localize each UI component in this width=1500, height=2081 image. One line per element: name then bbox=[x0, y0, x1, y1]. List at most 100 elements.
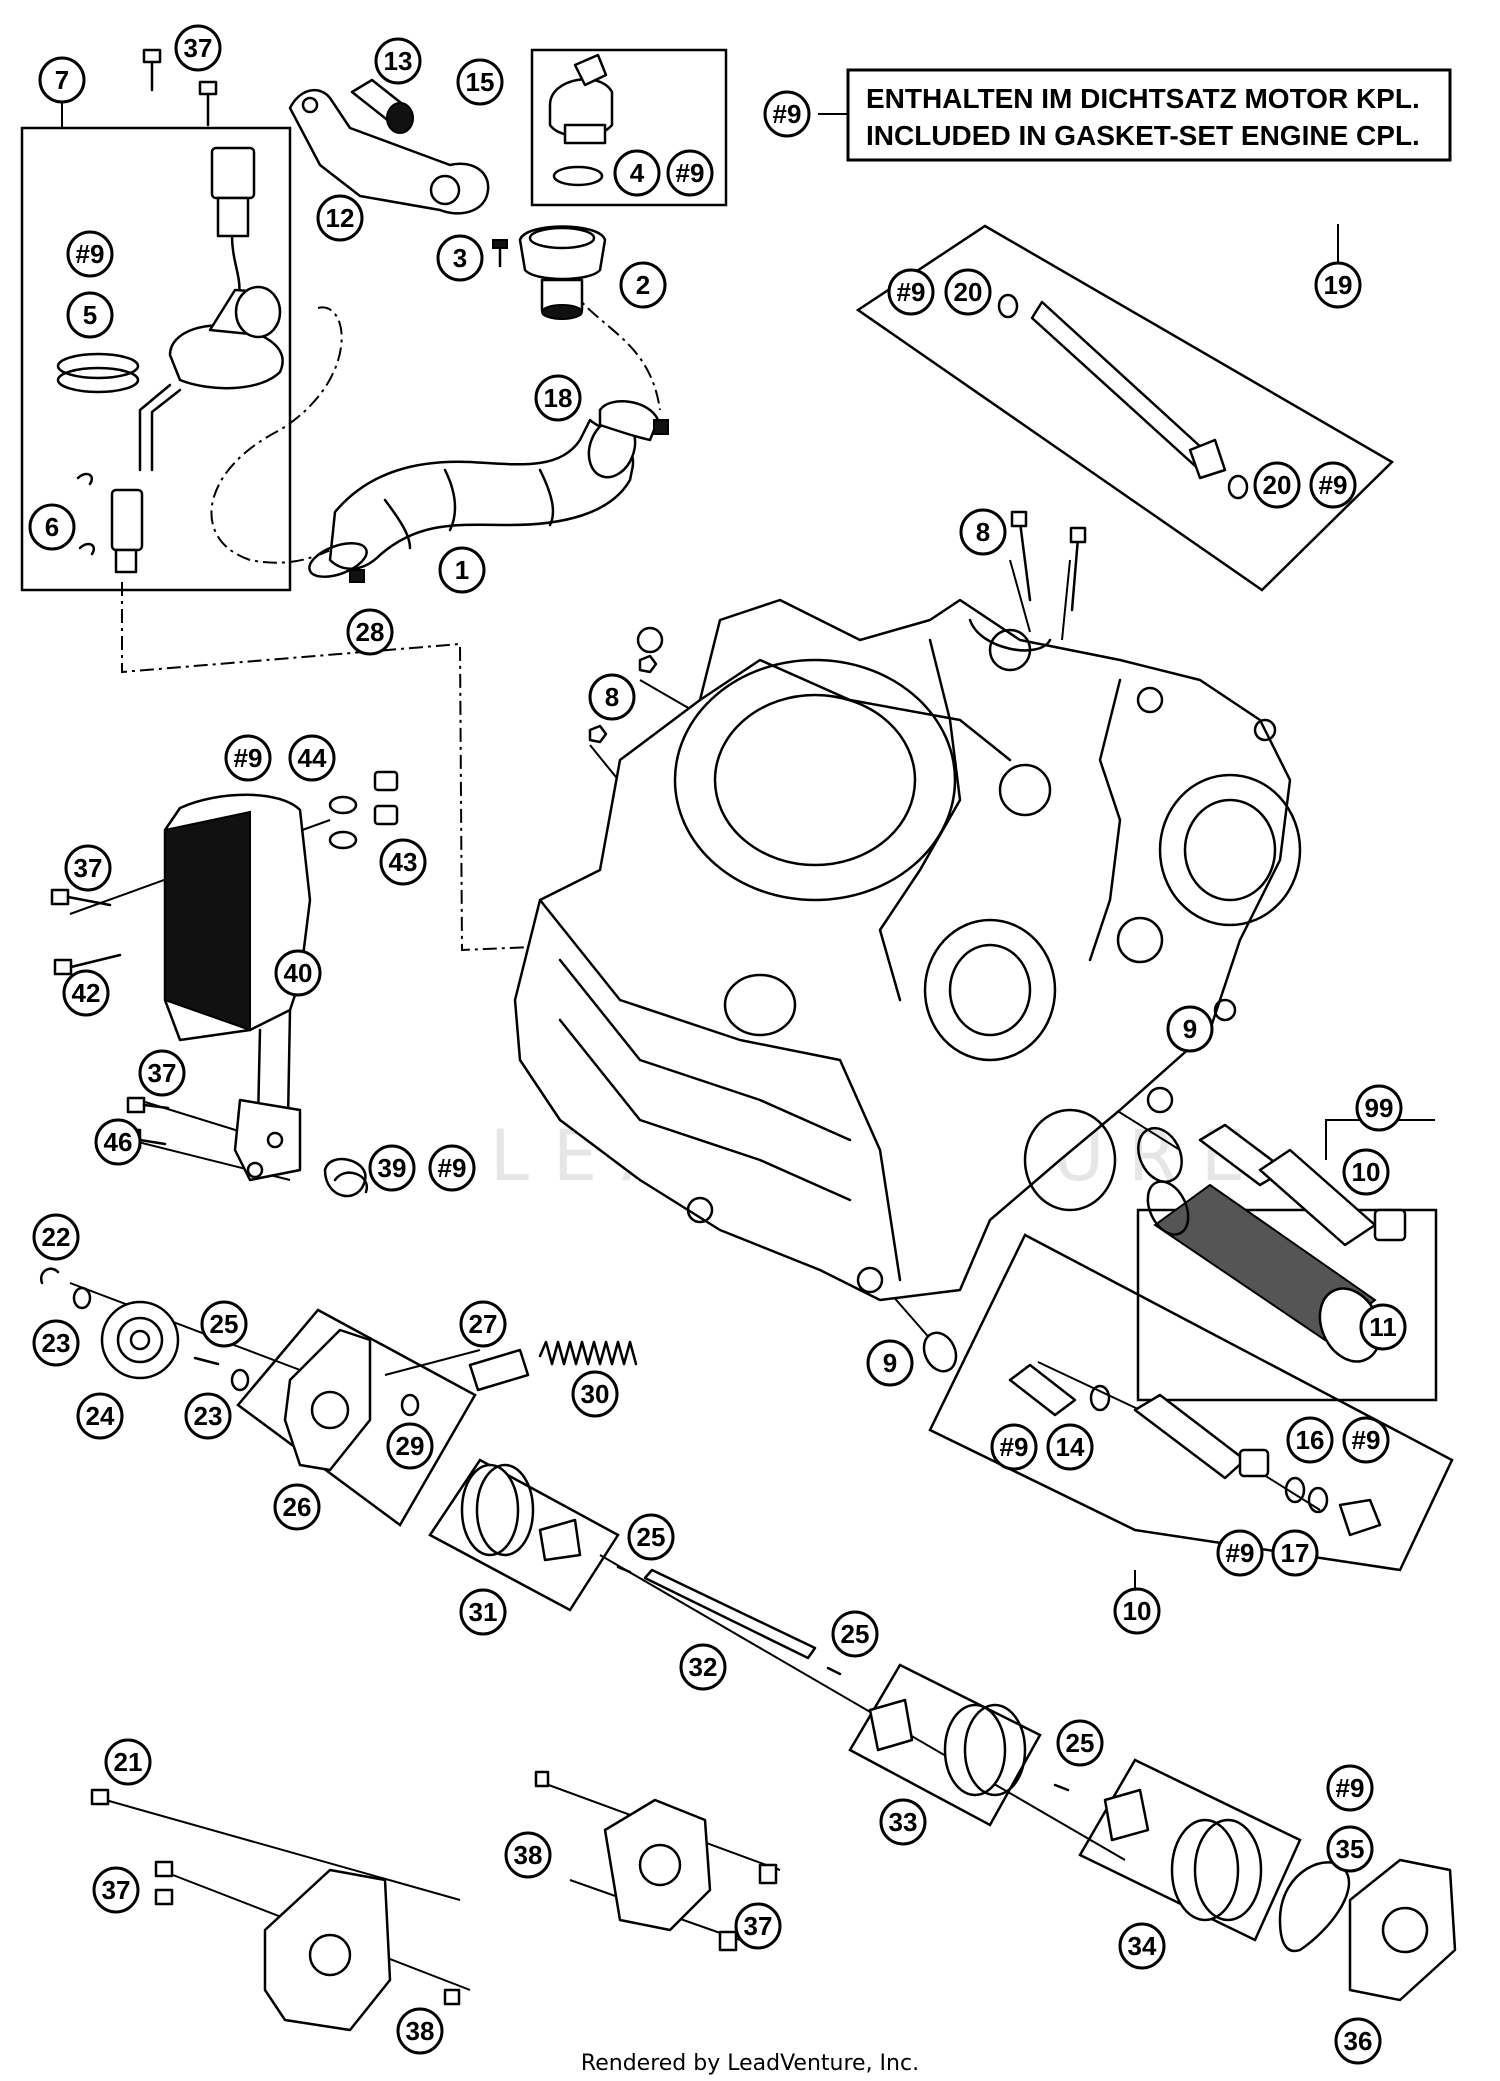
callout-37-top: 37 bbox=[184, 33, 213, 63]
callout-6: 6 bbox=[45, 512, 59, 542]
callout-44: 44 bbox=[298, 743, 327, 773]
oil-filter-10-lower bbox=[922, 1331, 1382, 1537]
shaft-19 bbox=[997, 293, 1249, 500]
callout-16-gasket-ref: #9 bbox=[1352, 1425, 1381, 1455]
callout-9-lower: 9 bbox=[883, 1348, 897, 1378]
callout-19: 19 bbox=[1324, 270, 1353, 300]
callout-99: 99 bbox=[1365, 1093, 1394, 1123]
pump-housing-38-left bbox=[90, 1788, 461, 2032]
callout-25-a: 25 bbox=[210, 1309, 239, 1339]
oil-cooler-40 bbox=[163, 770, 399, 1198]
callout-22: 22 bbox=[42, 1222, 71, 1252]
callout-33: 33 bbox=[889, 1807, 918, 1837]
shaft-32 bbox=[616, 1565, 842, 1676]
rotor-31 bbox=[460, 1463, 582, 1562]
callout-38-left: 38 bbox=[406, 2016, 435, 2046]
gasket-35 bbox=[1278, 1861, 1351, 1953]
callout-25-b: 25 bbox=[637, 1522, 666, 1552]
spring-30 bbox=[468, 1340, 638, 1392]
callout-10-upper: 10 bbox=[1352, 1157, 1381, 1187]
callout-10-lower: 10 bbox=[1123, 1596, 1152, 1626]
note-line-1: ENTHALTEN IM DICHTSATZ MOTOR KPL. bbox=[866, 83, 1420, 114]
callout-37-bracket: 37 bbox=[148, 1058, 177, 1088]
callout-13: 13 bbox=[384, 46, 413, 76]
callout-20-upper-gasket-ref: #9 bbox=[897, 277, 926, 307]
callout-15: 15 bbox=[466, 67, 495, 97]
callout-35: 35 bbox=[1336, 1834, 1365, 1864]
pump-cover-26 bbox=[283, 1328, 420, 1472]
callout-4: 4 bbox=[630, 158, 645, 188]
stud-bolts-8 bbox=[588, 510, 1087, 744]
hose-1 bbox=[308, 400, 669, 583]
callout-28: 28 bbox=[356, 617, 385, 647]
note-line-2: INCLUDED IN GASKET-SET ENGINE CPL. bbox=[866, 120, 1420, 151]
callout-25-d: 25 bbox=[1066, 1728, 1095, 1758]
callout-37-cooler: 37 bbox=[74, 853, 103, 883]
callout-27: 27 bbox=[469, 1309, 498, 1339]
callout-23-right: 23 bbox=[194, 1401, 223, 1431]
callout-46: 46 bbox=[104, 1127, 133, 1157]
engine-crankcase bbox=[513, 598, 1302, 1302]
group-box-26 bbox=[236, 1308, 477, 1527]
dashed-hose-left bbox=[210, 306, 351, 564]
callout-25-c: 25 bbox=[841, 1619, 870, 1649]
callout-2: 2 bbox=[636, 270, 650, 300]
oil-pressure-sensor bbox=[56, 146, 284, 574]
callout-note-gasket-ref: #9 bbox=[773, 99, 802, 129]
group-box-19 bbox=[855, 224, 1395, 592]
pump-housing-38-center bbox=[534, 1770, 778, 1952]
callout-4-gasket-ref: #9 bbox=[676, 158, 705, 188]
callout-11: 11 bbox=[1369, 1312, 1397, 1342]
callout-32: 32 bbox=[689, 1652, 718, 1682]
dashed-hose-right bbox=[569, 287, 661, 411]
callout-20-lower-gasket-ref: #9 bbox=[1319, 470, 1348, 500]
callout-8-left: 8 bbox=[605, 682, 619, 712]
callout-9-upper: 9 bbox=[1183, 1014, 1197, 1044]
callout-26: 26 bbox=[283, 1492, 312, 1522]
callout-31: 31 bbox=[469, 1597, 498, 1627]
callout-14-gasket-ref: #9 bbox=[1000, 1432, 1029, 1462]
filler-neck-2 bbox=[492, 225, 607, 320]
callout-7-gasket-ref: #9 bbox=[76, 239, 105, 269]
filler-cap-15 bbox=[548, 53, 614, 187]
callout-18: 18 bbox=[544, 383, 573, 413]
callout-3: 3 bbox=[453, 243, 467, 273]
callout-7: 7 bbox=[55, 65, 69, 95]
callout-8-right: 8 bbox=[976, 517, 990, 547]
callout-20-lower: 20 bbox=[1263, 470, 1292, 500]
oil-filter-11 bbox=[1137, 1123, 1407, 1363]
callout-43: 43 bbox=[389, 847, 418, 877]
callout-35-gasket-ref: #9 bbox=[1336, 1773, 1365, 1803]
callout-29: 29 bbox=[396, 1431, 425, 1461]
callout-34: 34 bbox=[1128, 1931, 1157, 1961]
callout-30: 30 bbox=[581, 1379, 610, 1409]
callout-21: 21 bbox=[114, 1747, 143, 1777]
callout-16: 16 bbox=[1296, 1425, 1325, 1455]
sprocket-24 bbox=[39, 1267, 250, 1392]
callout-17: 17 bbox=[1281, 1538, 1310, 1568]
callout-40: 40 bbox=[284, 958, 313, 988]
callout-38-center: 38 bbox=[514, 1840, 543, 1870]
callout-37-lower-left: 37 bbox=[102, 1875, 131, 1905]
callout-39: 39 bbox=[378, 1153, 407, 1183]
callout-1: 1 bbox=[455, 555, 469, 585]
callout-39-gasket-ref: #9 bbox=[438, 1153, 467, 1183]
bolts-37-42-46 bbox=[50, 888, 170, 1150]
rotor-33 bbox=[868, 1698, 1070, 1797]
callout-17-gasket-ref: #9 bbox=[1226, 1538, 1255, 1568]
group-box-15 bbox=[530, 48, 728, 207]
callout-37-lower-center: 37 bbox=[744, 1911, 773, 1941]
bolts-37-top bbox=[142, 48, 218, 127]
callout-5: 5 bbox=[83, 300, 97, 330]
footer-credit: Rendered by LeadVenture, Inc. bbox=[581, 2051, 919, 2076]
group-box-7 bbox=[20, 126, 292, 592]
callout-42: 42 bbox=[72, 978, 101, 1008]
gasket-set-note: ENTHALTEN IM DICHTSATZ MOTOR KPL. INCLUD… bbox=[818, 68, 1452, 162]
callout-23-left: 23 bbox=[42, 1328, 71, 1358]
callout-14: 14 bbox=[1056, 1432, 1085, 1462]
pump-cover-36 bbox=[1348, 1858, 1457, 2002]
group-box-33 bbox=[848, 1663, 1042, 1827]
callout-20-upper: 20 bbox=[954, 277, 983, 307]
sleeve-13 bbox=[350, 78, 414, 134]
